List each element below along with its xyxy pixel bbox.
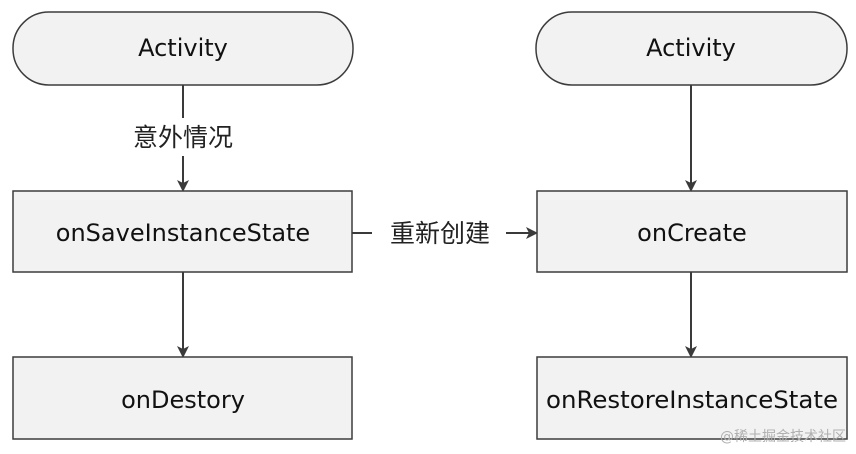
on-save-instance-state-node: [12, 190, 353, 273]
on-create-label: onCreate: [637, 219, 747, 247]
on-restore-instance-state-label: onRestoreInstanceState: [546, 386, 838, 414]
on-destory-label: onDestory: [121, 386, 245, 414]
left-activity-label: Activity: [138, 34, 228, 62]
right-activity-label: Activity: [646, 34, 736, 62]
unexpected-edge-label: 意外情况: [133, 123, 233, 152]
on-restore-instance-state-node: [536, 356, 848, 440]
left-activity-node: [12, 11, 354, 86]
on-save-instance-state-label: onSaveInstanceState: [56, 219, 310, 247]
on-create-node: [536, 190, 848, 273]
recreate-edge-label: 重新创建: [390, 219, 490, 248]
on-destory-node: [12, 356, 353, 440]
right-activity-node: [535, 11, 848, 86]
watermark-text: @稀土掘金技术社区: [720, 429, 846, 445]
